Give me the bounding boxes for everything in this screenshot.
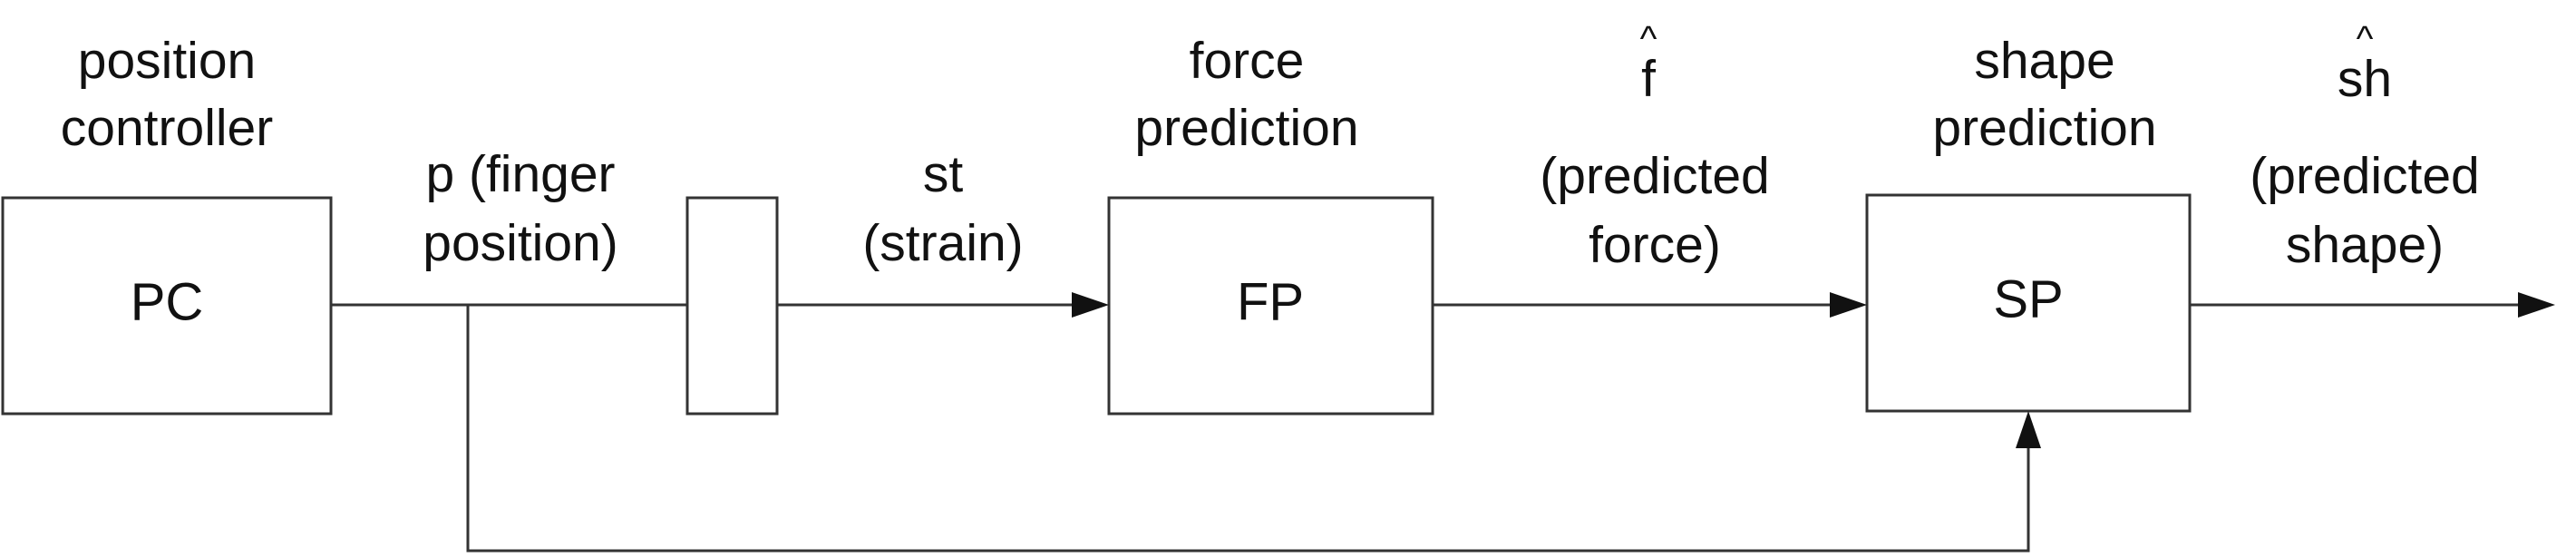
fp-caption-line1: force [1190, 32, 1305, 90]
finger-position-label-line2: position) [423, 214, 617, 272]
arrowhead-feedback [2016, 411, 2041, 448]
sp-block-label: SP [1993, 269, 2063, 328]
fp-caption-line2: prediction [1134, 99, 1358, 157]
sp-block [1865, 193, 2192, 413]
predicted-shape-label-line1: (predicted [2250, 147, 2479, 205]
shape-hat: ^ [2357, 19, 2374, 59]
fp-block [1107, 196, 1434, 416]
arrowhead-force [1830, 292, 1867, 318]
predicted-force-label-line2: force) [1589, 216, 1721, 274]
strain-label-line2: (strain) [862, 214, 1023, 272]
arrowhead-strain [1072, 292, 1109, 318]
pc-block-label: PC [131, 272, 204, 331]
fp-block-label: FP [1237, 272, 1304, 331]
strain-label-line1: st [923, 145, 964, 203]
pc-caption-line2: controller [61, 99, 273, 157]
finger-position-label-line1: p (finger [425, 145, 615, 203]
predicted-shape-label-line2: shape) [2286, 216, 2444, 274]
sensor-block [685, 196, 779, 416]
shape-symbol: sh [2338, 50, 2392, 108]
force-symbol: f [1641, 50, 1656, 108]
wire-position-feedback [466, 305, 2030, 553]
predicted-force-label-line1: (predicted [1540, 147, 1769, 205]
force-hat: ^ [1640, 19, 1657, 59]
pc-caption-line1: position [78, 32, 256, 90]
sp-caption-line2: prediction [1932, 99, 2156, 157]
arrowhead-shape [2518, 292, 2555, 318]
sp-caption-line1: shape [1974, 32, 2114, 90]
pc-block [1, 196, 333, 416]
